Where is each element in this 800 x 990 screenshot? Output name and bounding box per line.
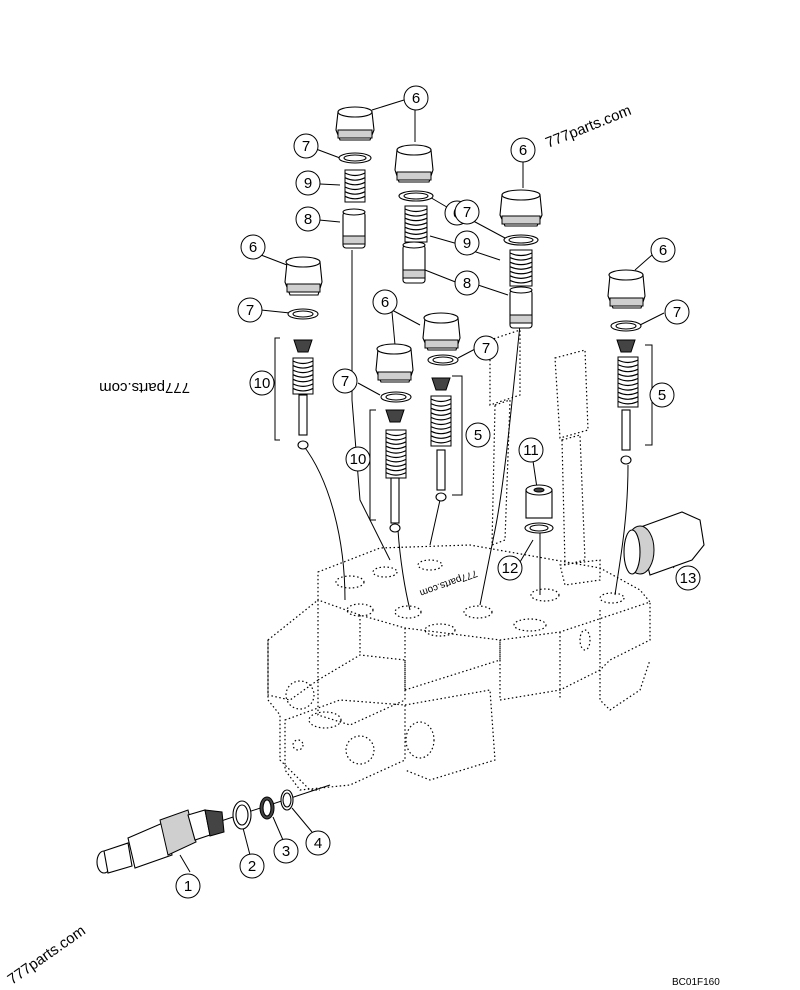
o-ring <box>380 391 412 403</box>
plug-cap <box>422 312 461 351</box>
callout-6: 6 <box>372 289 398 315</box>
callout-5: 5 <box>649 382 675 408</box>
callout-label: 6 <box>249 239 257 256</box>
valve-stem <box>616 339 636 465</box>
callout-label: 12 <box>502 560 519 577</box>
spring <box>344 169 366 203</box>
callout-label: 2 <box>248 858 256 875</box>
relief-valve-cartridge <box>96 809 225 874</box>
callout-label: 11 <box>523 442 539 459</box>
side-plug <box>623 511 705 576</box>
callout-label: 6 <box>659 242 667 259</box>
callout-label: 1 <box>184 878 192 895</box>
callout-3: 3 <box>273 838 299 864</box>
callout-4: 4 <box>305 830 331 856</box>
watermark-left: 777parts.com <box>99 379 190 396</box>
piston <box>509 286 533 329</box>
spring <box>292 169 639 479</box>
callout-labels: 67986798667106771056751112131234 <box>175 85 701 899</box>
callout-9: 9 <box>295 170 321 196</box>
spring <box>617 356 639 408</box>
plug-cap <box>394 144 434 183</box>
spring <box>292 357 314 395</box>
o-ring <box>280 789 294 811</box>
callout-label: 9 <box>304 175 312 192</box>
o-ring <box>610 320 642 332</box>
valve-stem <box>385 409 405 533</box>
plug-cap <box>607 269 646 309</box>
o-ring <box>427 354 459 366</box>
callout-label: 4 <box>314 835 322 852</box>
callout-label: 9 <box>463 235 471 252</box>
drawing-code: BC01F160 <box>672 977 720 988</box>
watermark-bottom-left: 777parts.com <box>5 922 89 988</box>
callout-5: 5 <box>465 422 491 448</box>
callout-6: 6 <box>510 137 536 163</box>
piston <box>402 241 426 284</box>
callout-label: 8 <box>304 211 312 228</box>
callout-label: 7 <box>482 340 490 357</box>
callout-label: 7 <box>341 373 349 390</box>
o-ring <box>232 800 252 830</box>
callout-label: 8 <box>463 275 471 292</box>
callout-2: 2 <box>239 853 265 879</box>
callout-7: 7 <box>332 368 358 394</box>
o-ring <box>398 190 434 202</box>
callout-label: 5 <box>474 427 482 444</box>
spring <box>509 249 533 287</box>
callout-label: 13 <box>680 570 697 587</box>
callout-label: 10 <box>350 451 367 468</box>
plug-cap <box>284 256 323 296</box>
spring <box>430 395 452 447</box>
callout-12: 12 <box>497 555 523 581</box>
o-ring <box>287 308 319 320</box>
callout-7: 7 <box>664 299 690 325</box>
callout-7: 7 <box>237 297 263 323</box>
leader-lines <box>179 99 675 873</box>
callout-label: 6 <box>412 90 420 107</box>
backup-ring <box>259 796 275 820</box>
callout-label: 6 <box>519 142 527 159</box>
callout-8: 8 <box>295 206 321 232</box>
callout-8: 8 <box>454 270 480 296</box>
o-ring <box>503 234 539 246</box>
plug-cap <box>499 189 543 227</box>
callout-6: 6 <box>650 237 676 263</box>
spring <box>385 429 407 479</box>
callout-10: 10 <box>249 370 275 396</box>
valve-body <box>267 544 652 791</box>
callout-label: 7 <box>302 138 310 155</box>
valve-stem <box>431 377 451 502</box>
callout-label: 5 <box>658 387 666 404</box>
valve-stem <box>293 339 313 450</box>
callout-label: 7 <box>246 302 254 319</box>
callout-7: 7 <box>293 133 319 159</box>
callout-label: 3 <box>282 843 290 860</box>
callout-7: 7 <box>473 335 499 361</box>
callout-label: 6 <box>381 294 389 311</box>
callout-9: 9 <box>454 230 480 256</box>
callout-6: 6 <box>403 85 429 111</box>
callout-11: 11 <box>518 437 544 463</box>
plug-cap <box>335 106 375 141</box>
internal-spool <box>489 329 601 586</box>
callout-label: 10 <box>254 375 271 392</box>
plug-cap <box>375 343 414 383</box>
watermark-center: 777parts.com <box>418 567 479 598</box>
callout-13: 13 <box>675 565 701 591</box>
callout-6: 6 <box>240 234 266 260</box>
seal-ring <box>524 522 554 534</box>
callout-7: 7 <box>454 199 480 225</box>
check-valve <box>525 484 553 519</box>
callout-1: 1 <box>175 873 201 899</box>
spring <box>404 205 428 243</box>
watermark-top-right: 777parts.com <box>543 102 634 152</box>
piston <box>342 208 366 249</box>
callout-10: 10 <box>345 446 371 472</box>
callout-label: 7 <box>463 204 471 221</box>
o-ring <box>338 152 372 164</box>
callout-label: 7 <box>673 304 681 321</box>
